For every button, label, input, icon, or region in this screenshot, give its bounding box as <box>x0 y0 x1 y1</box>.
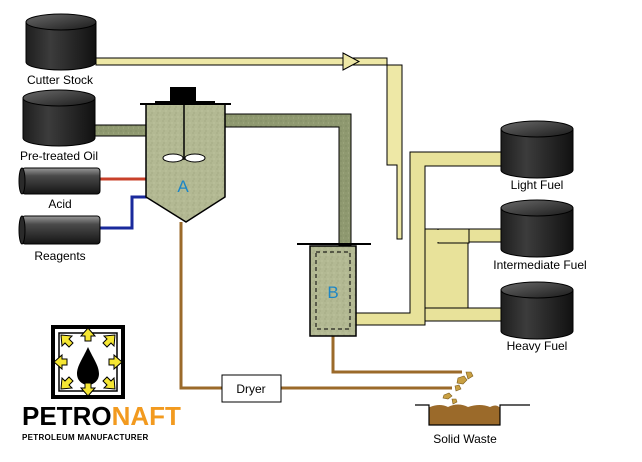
dryer-label: Dryer <box>236 382 265 396</box>
dryer-box <box>221 374 282 403</box>
cutter-stock-tank <box>25 13 97 71</box>
acid-drum <box>18 167 101 195</box>
intermediate-fuel-label: Intermediate Fuel <box>493 258 586 272</box>
product-lines <box>344 151 502 326</box>
vessel-a: A <box>140 87 231 223</box>
reagents-line <box>100 195 150 230</box>
cutter-stock-label: Cutter Stock <box>27 73 94 87</box>
solid-waste-pit <box>415 404 530 426</box>
light-fuel-tank <box>500 120 574 179</box>
vapor-line <box>224 113 352 246</box>
waste-line-b <box>331 336 462 374</box>
falling-waste-icon <box>442 371 474 405</box>
pretreated-oil-line <box>94 124 148 137</box>
solid-waste-label: Solid Waste <box>433 432 497 446</box>
pretreated-oil-tank <box>22 89 96 147</box>
intermediate-fuel-tank <box>500 199 574 258</box>
heavy-fuel-tank <box>500 281 574 340</box>
petronaft-logo-icon <box>51 325 125 399</box>
light-fuel-label: Light Fuel <box>511 178 564 192</box>
logo-petro: PETRO <box>22 401 112 431</box>
logo-subtitle: PETROLEUM MANUFACTURER <box>22 433 149 442</box>
logo-naft: NAFT <box>112 401 181 431</box>
logo-wordmark: PETRONAFT <box>22 401 181 431</box>
waste-line-a <box>179 222 222 390</box>
acid-label: Acid <box>48 197 71 211</box>
vessel-b: B <box>297 243 371 337</box>
reagents-drum <box>18 215 101 245</box>
cutter-stock-line <box>95 57 403 240</box>
heavy-fuel-label: Heavy Fuel <box>507 339 568 353</box>
vessel-a-label: A <box>177 177 189 196</box>
pretreated-oil-label: Pre-treated Oil <box>20 149 98 163</box>
vessel-b-label: B <box>327 283 338 302</box>
flow-arrow-icon <box>342 52 361 71</box>
reagents-label: Reagents <box>34 249 85 263</box>
